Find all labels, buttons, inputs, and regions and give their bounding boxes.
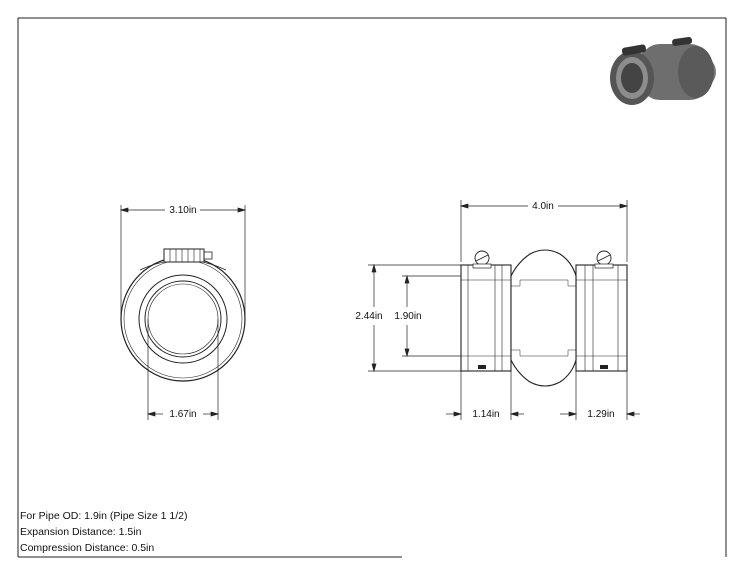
front-width-label: 3.10in [169,205,196,216]
pipe-od-note: For Pipe OD: 1.9in (Pipe Size 1 1/2) [20,510,188,522]
right-clamp-screw [594,250,614,269]
front-inner-label: 1.67in [169,409,196,420]
front-inner-dimension [146,319,220,420]
compression-note: Compression Distance: 0.5in [20,542,155,554]
side-length-label: 4.0in [532,201,554,212]
left-sleeve-label: 1.14in [472,409,499,420]
side-outer-height-dimension [368,263,461,373]
left-clamp-screw [472,250,492,269]
clamp-housing [163,248,213,263]
side-length-dimension [459,200,629,262]
sheet-border [17,17,727,558]
spec-notes: For Pipe OD: 1.9in (Pipe Size 1 1/2) Exp… [20,508,188,556]
front-view [120,248,246,382]
right-sleeve-dimension [560,371,640,420]
front-width-dimension [119,205,247,319]
side-outer-height-label: 2.44in [355,311,382,322]
side-inner-height-dimension [402,274,461,358]
left-sleeve-dimension [446,371,524,420]
expansion-note: Expansion Distance: 1.5in [20,526,142,538]
side-inner-height-label: 1.90in [394,311,421,322]
coupling-3d-thumbnail [610,37,716,105]
right-sleeve-label: 1.29in [587,409,614,420]
side-view [460,249,628,387]
